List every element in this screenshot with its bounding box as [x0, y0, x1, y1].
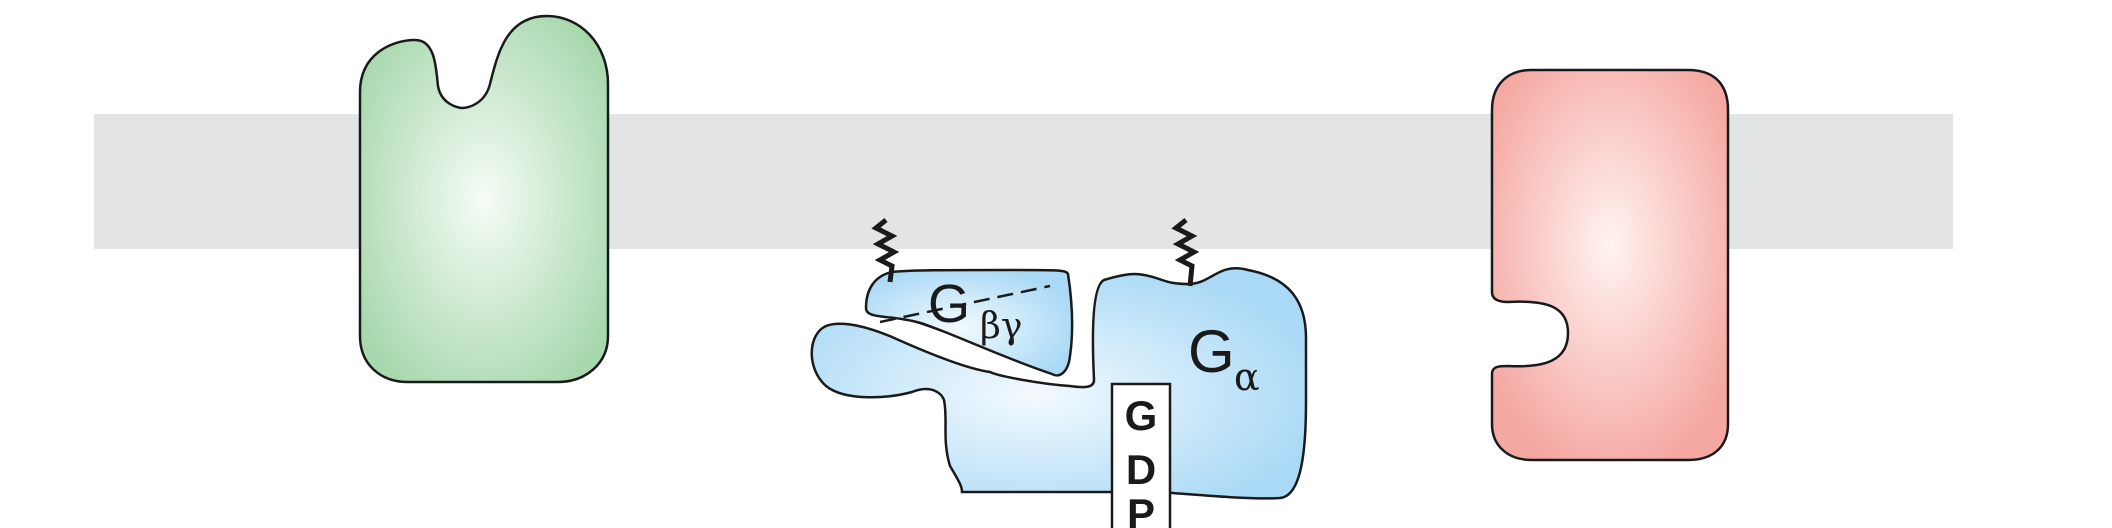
zigzag-anchor-icon — [871, 218, 900, 283]
g-beta-gamma-label-base: G — [928, 274, 970, 334]
effector-protein — [1490, 68, 1730, 462]
g-alpha-label-sub: α — [1234, 355, 1260, 399]
receptor-protein — [358, 14, 610, 384]
gdp-label-p: P — [1127, 490, 1155, 528]
g-alpha-subunit — [810, 267, 1308, 500]
gdp-label-g: G — [1125, 392, 1158, 439]
gdp-label-d: D — [1126, 446, 1156, 493]
zigzag-anchor-icon — [1171, 218, 1200, 287]
beta-gamma-dashed-line — [879, 284, 1051, 324]
g-alpha-label-base: G — [1188, 318, 1235, 385]
g-beta-gamma-label-sub: βγ — [980, 306, 1022, 347]
gdp-pocket — [1110, 382, 1172, 528]
g-beta-gamma-subunit — [864, 268, 1074, 377]
